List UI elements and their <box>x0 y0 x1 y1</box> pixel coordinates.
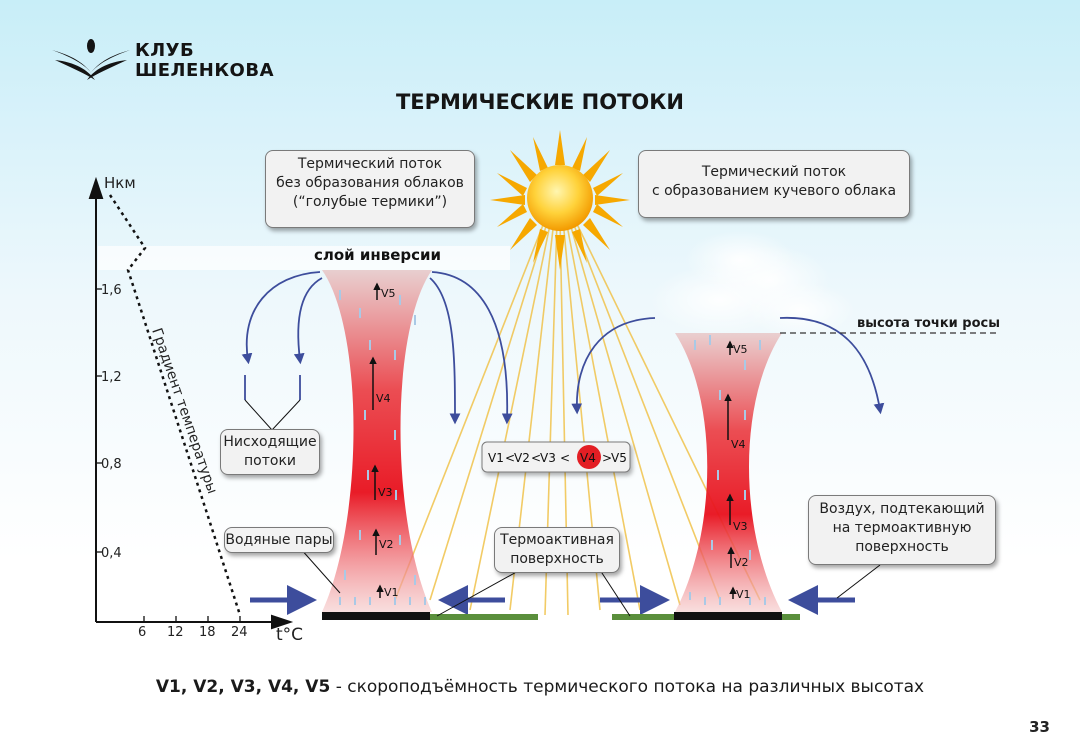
v4-label-left: V4 <box>376 392 391 405</box>
gradient-label: Градиент температуры <box>148 326 220 496</box>
page-number: 33 <box>1029 718 1050 736</box>
descending-flows-right <box>571 317 885 415</box>
axes <box>88 176 294 630</box>
footer-separator: - <box>330 677 348 697</box>
ineq-op1: < <box>505 451 515 465</box>
inversion-band <box>98 246 510 270</box>
ineq-op2: < <box>531 451 541 465</box>
updraft-particles <box>339 290 766 605</box>
callout-blue-thermals: Термический поток без образования облако… <box>265 150 475 228</box>
cumulus-line-2: с образованием кучевого облака <box>651 183 897 199</box>
v4-highlight <box>577 445 601 469</box>
descending-line-1: Нисходящие <box>223 434 317 450</box>
x-tick-6: 6 <box>138 625 146 640</box>
ineq-v5: V5 <box>611 451 627 465</box>
inflow-air-line-2: на термоактивную <box>832 520 972 536</box>
callout-thermoactive: Термоактивная поверхность <box>494 527 620 573</box>
water-vapor-line: Водяные пары <box>225 532 333 548</box>
ineq-op4: > <box>602 451 612 465</box>
thermal-column-left <box>322 270 432 612</box>
callout-inflow-air: Воздух, подтекающий на термоактивную пов… <box>808 495 996 565</box>
ineq-op3: < <box>560 451 570 465</box>
y-axis-title: Нкм <box>104 174 136 192</box>
v1-label-right: V1 <box>736 588 751 601</box>
inflow-air-line-1: Воздух, подтекающий <box>819 501 985 517</box>
dew-point-label: высота точки росы <box>857 316 1000 331</box>
ground <box>322 612 800 620</box>
velocity-inequality: V1 < V2 < V3 < V4 > V5 <box>481 441 631 473</box>
sun-icon <box>490 130 630 270</box>
callout-cumulus: Термический поток с образованием кучевог… <box>638 150 910 218</box>
callout-water-vapor: Водяные пары <box>224 527 334 553</box>
footer-text: скороподъёмность термического потока на … <box>347 677 925 697</box>
v5-label-right: V5 <box>733 343 748 356</box>
inflow-air-line-3: поверхность <box>855 539 949 555</box>
ineq-v1: V1 <box>488 451 504 465</box>
y-tick-0-8: 0,8 <box>101 457 122 472</box>
descending-flows-left <box>241 271 513 425</box>
cumulus-line-1: Термический поток <box>701 164 847 180</box>
v2-label-right: V2 <box>734 556 749 569</box>
blue-thermals-line-1: Термический поток <box>297 156 443 172</box>
v4-label-right: V4 <box>731 438 746 451</box>
descending-line-2: потоки <box>244 453 296 469</box>
velocity-arrows-left <box>369 282 384 598</box>
logo-icon <box>52 39 130 80</box>
thermoactive-line-2: поверхность <box>510 551 604 567</box>
thermal-column-right <box>675 333 782 612</box>
velocity-arrows-right <box>724 340 737 599</box>
x-tick-18: 18 <box>199 625 216 640</box>
x-tick-12: 12 <box>167 625 184 640</box>
page-title: ТЕРМИЧЕСКИЕ ПОТОКИ <box>395 90 684 114</box>
callout-descending: Нисходящие потоки <box>220 429 320 475</box>
v3-label-right: V3 <box>733 520 748 533</box>
thermoactive-line-1: Термоактивная <box>500 532 614 548</box>
blue-thermals-line-3: (“голубые термики”) <box>292 194 448 210</box>
callout-leaders <box>244 399 881 617</box>
y-tick-1-2: 1,2 <box>101 370 122 385</box>
x-tick-24: 24 <box>231 625 248 640</box>
inversion-layer-label: слой инверсии <box>313 246 442 264</box>
logo-line-2: ШЕЛЕНКОВА <box>135 60 275 81</box>
logo-line-1: КЛУБ <box>135 40 195 61</box>
y-tick-0-4: 0,4 <box>101 546 122 561</box>
ineq-v3: V3 <box>540 451 556 465</box>
footer-velocities: V1, V2, V3, V4, V5 <box>155 677 331 697</box>
footer-caption: V1, V2, V3, V4, V5 - скороподъёмность те… <box>0 677 1080 697</box>
ineq-v2: V2 <box>514 451 530 465</box>
v5-label-left: V5 <box>381 287 396 300</box>
y-tick-1-6: 1,6 <box>101 283 122 298</box>
cumulus-cloud <box>650 230 855 338</box>
v3-label-left: V3 <box>378 486 393 499</box>
ineq-v4: V4 <box>580 451 596 465</box>
v2-label-left: V2 <box>379 538 394 551</box>
blue-thermals-line-2: без образования облаков <box>276 175 464 191</box>
x-axis-title: t°C <box>276 625 303 645</box>
temperature-gradient-line <box>108 194 242 616</box>
v1-label-left: V1 <box>384 586 399 599</box>
